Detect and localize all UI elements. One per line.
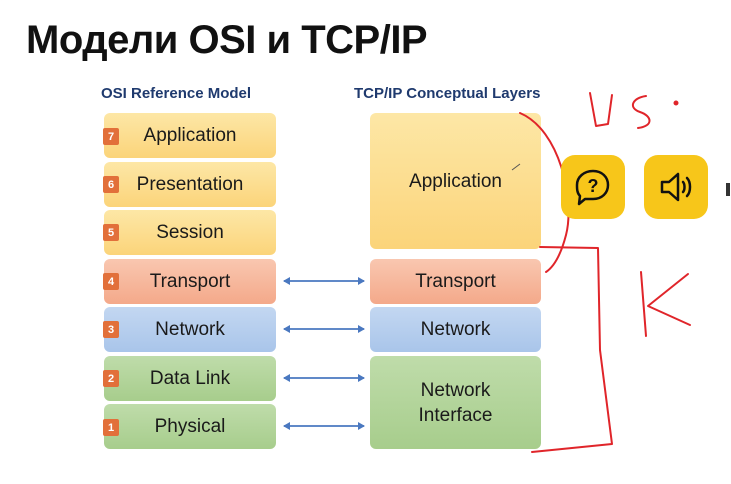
osi-layer-application: Application xyxy=(104,113,276,158)
ink-letter xyxy=(589,92,613,127)
osi-header: OSI Reference Model xyxy=(101,85,252,102)
osi-layer-presentation: Presentation xyxy=(104,162,276,207)
tcp-layer-application: Application xyxy=(370,113,541,249)
osi-layer-network: Network xyxy=(104,307,276,352)
osi-layer-label: Session xyxy=(156,221,224,243)
sound-button[interactable] xyxy=(644,155,708,219)
osi-layer-label: Transport xyxy=(149,270,231,292)
osi-layer-label: Data Link xyxy=(149,367,231,389)
ink-letter xyxy=(640,271,647,337)
tcp-layer-network: Network xyxy=(370,307,541,352)
osi-layer-session: Session xyxy=(104,210,276,255)
ink-letter xyxy=(631,95,651,129)
edge-fragment xyxy=(726,183,730,196)
tcp-layer-label: Application xyxy=(409,170,502,192)
osi-layer-number: 1 xyxy=(103,419,119,436)
osi-layer-number: 3 xyxy=(103,321,119,338)
osi-layer-label: Physical xyxy=(154,415,226,437)
osi-layer-data-link: Data Link xyxy=(104,356,276,401)
ink-bracket-application xyxy=(519,112,570,273)
osi-layer-label: Network xyxy=(155,318,225,340)
tcp-layer-label: Network xyxy=(420,319,491,340)
tcp-layer-network-interface: Network Interface xyxy=(370,356,541,449)
osi-layer-label: Application xyxy=(143,124,237,146)
osi-layer-number: 5 xyxy=(103,224,119,241)
osi-layer-number: 2 xyxy=(103,370,119,387)
pen-mark xyxy=(511,163,521,171)
tcp-header: TCP/IP Conceptual Layers xyxy=(354,85,541,102)
page-title: Модели OSI и TCP/IP xyxy=(26,18,428,62)
osi-layer-label: Presentation xyxy=(136,173,244,195)
tcp-layer-transport: Transport xyxy=(370,259,541,304)
speaker-icon xyxy=(660,172,692,202)
ink-k-text: K xyxy=(3,1,4,2)
tcp-layer-label: Network Interface xyxy=(418,379,493,426)
osi-layer-number: 4 xyxy=(103,273,119,290)
osi-layer-transport: Transport xyxy=(104,259,276,304)
ink-bracket-lower xyxy=(531,246,613,453)
svg-text:?: ? xyxy=(588,176,599,196)
tcp-layer-label: Transport xyxy=(415,271,496,292)
osi-layer-number: 6 xyxy=(103,176,119,193)
ink-letter xyxy=(647,273,691,326)
question-icon: ? xyxy=(575,169,610,206)
osi-layer-number: 7 xyxy=(103,128,119,145)
ink-dot xyxy=(673,100,679,106)
osi-layer-physical: Physical xyxy=(104,404,276,449)
question-button[interactable]: ? xyxy=(561,155,625,219)
